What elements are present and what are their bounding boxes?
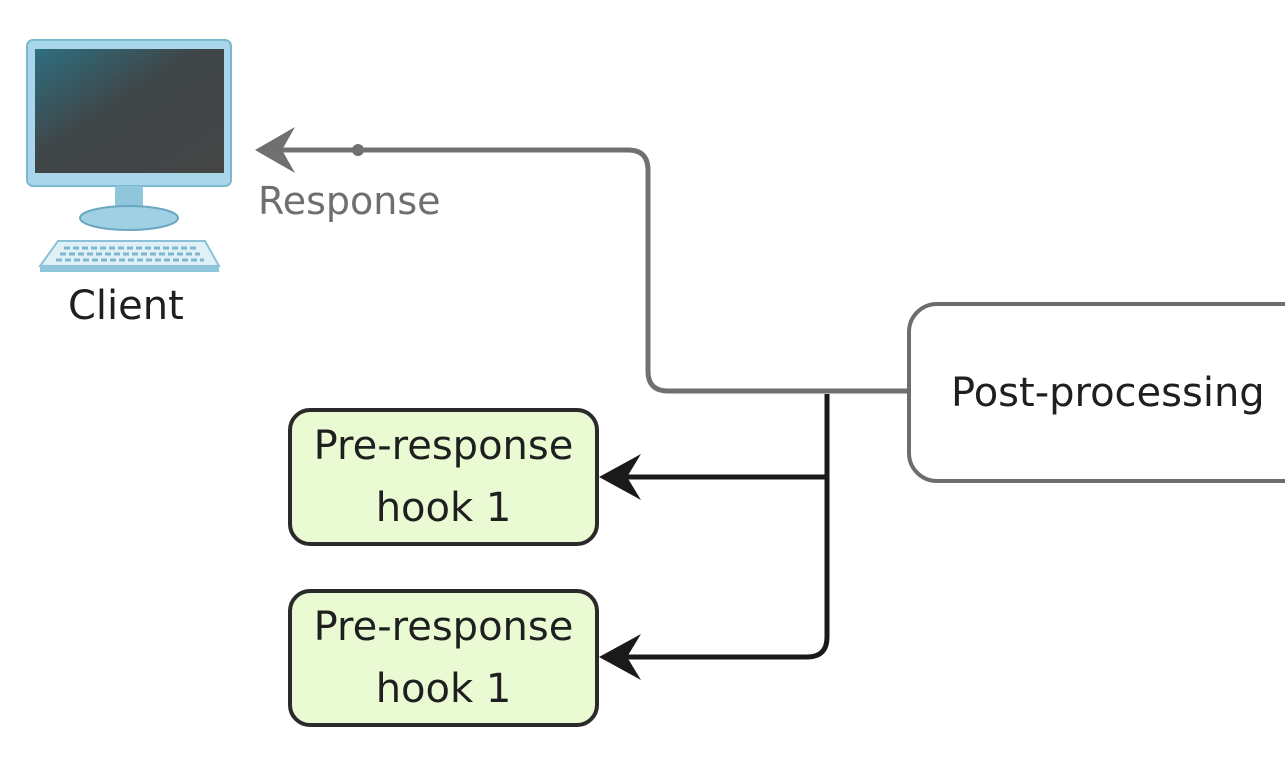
hook-arrowhead-2 — [599, 634, 641, 680]
client-computer-icon — [26, 39, 232, 272]
pre-response-hook-box: Pre-response hook 1 — [288, 589, 599, 727]
response-arrow-line — [282, 147, 910, 394]
hook-label-line1: Pre-response — [313, 604, 574, 650]
pre-response-hook-box: Pre-response hook 1 — [288, 408, 599, 546]
post-processing-label: Post-processing — [951, 369, 1265, 416]
post-processing-box: Post-processing — [907, 302, 1285, 483]
hook-arrowhead-1 — [599, 454, 641, 500]
response-arrow-dot — [352, 144, 364, 156]
hook-label-line1: Pre-response — [313, 423, 574, 469]
hook-label-line2: hook 1 — [375, 666, 512, 712]
client-label: Client — [68, 283, 184, 329]
hook-label-line2: hook 1 — [375, 485, 512, 531]
response-label: Response — [258, 179, 441, 223]
hook-branch-line — [625, 394, 830, 660]
response-arrowhead — [255, 127, 295, 173]
